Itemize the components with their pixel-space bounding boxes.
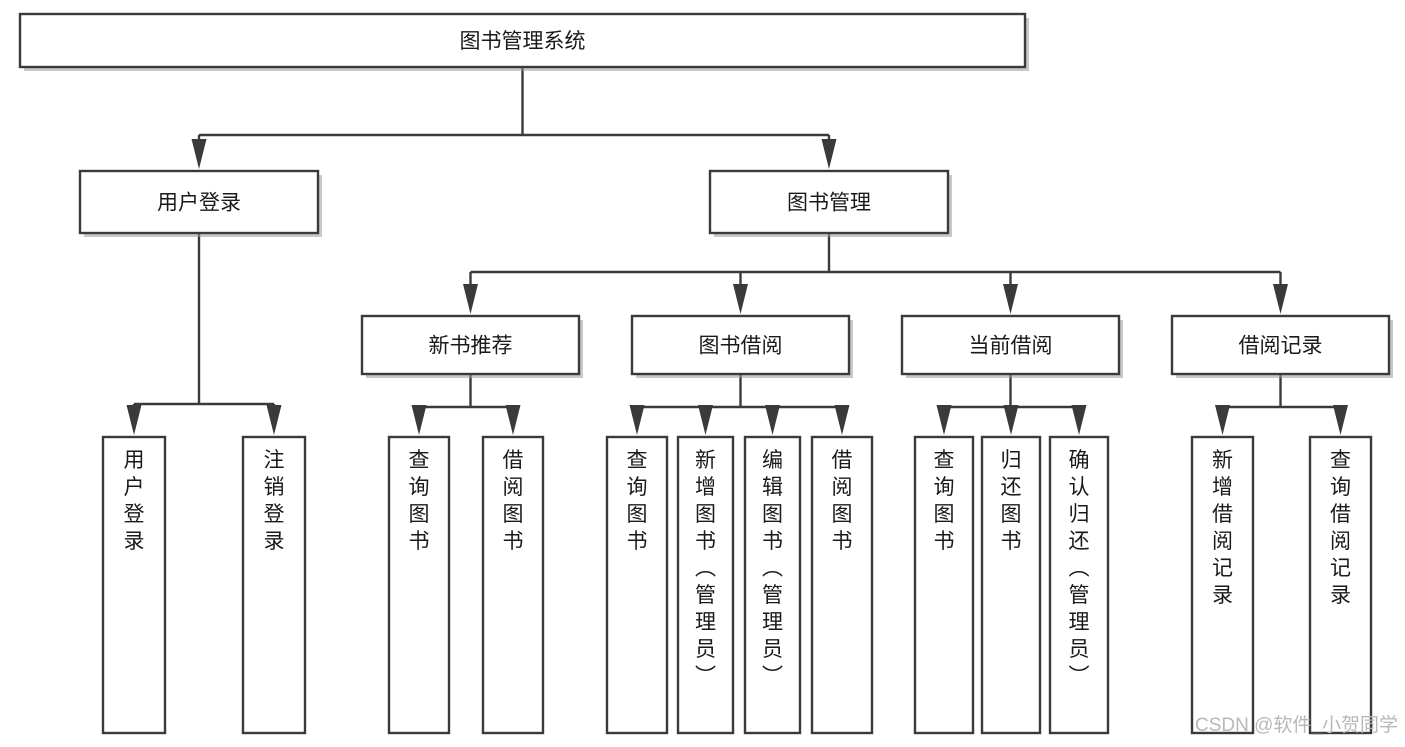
node-book-manage[interactable]: 图书管理	[708, 169, 952, 237]
node-box[interactable]	[900, 314, 1121, 376]
node-leaf-add-book[interactable]: 新增图书︵管理员︶	[676, 435, 735, 735]
node-box[interactable]	[743, 435, 802, 735]
edge-group-borrow-record	[1215, 374, 1348, 435]
edge-group-new-book-rec	[411, 374, 521, 435]
edge-arrowhead	[1215, 405, 1230, 435]
edge-arrowhead	[936, 405, 952, 435]
node-label: 图书管理系统	[460, 30, 586, 53]
node-box[interactable]	[913, 435, 975, 735]
node-box[interactable]	[1048, 435, 1110, 735]
node-box[interactable]	[101, 435, 167, 735]
node-label: 借阅记录	[1239, 335, 1323, 358]
csdn-watermark: CSDN @软件_小贺同学	[1195, 714, 1398, 736]
edge-arrowhead	[1071, 405, 1087, 435]
node-leaf-borrow-book-2[interactable]: 借阅图书	[810, 435, 874, 735]
edge-group-book-borrow	[629, 374, 850, 435]
node-box[interactable]	[605, 435, 669, 735]
edge-arrowhead	[1003, 284, 1018, 314]
node-box[interactable]	[980, 435, 1042, 735]
node-label: 新书推荐	[429, 335, 513, 358]
node-label: 当前借阅	[969, 335, 1053, 358]
node-label: 查询图书	[409, 449, 430, 553]
node-label: 归还图书	[1001, 449, 1022, 553]
node-leaf-query-record[interactable]: 查询借阅记录	[1308, 435, 1373, 735]
node-label: 注销登录	[264, 449, 285, 553]
node-leaf-return-book[interactable]: 归还图书	[980, 435, 1042, 735]
edge-arrowhead	[834, 405, 850, 435]
node-box[interactable]	[1170, 314, 1391, 376]
node-leaf-query-book-1[interactable]: 查询图书	[387, 435, 451, 735]
node-label: 图书借阅	[699, 335, 783, 358]
node-box[interactable]	[481, 435, 545, 735]
edge-arrowhead	[191, 139, 207, 169]
edge-arrowhead	[1003, 405, 1019, 435]
node-box[interactable]	[78, 169, 320, 235]
node-leaf-confirm-return[interactable]: 确认归还︵管理员︶	[1048, 435, 1110, 735]
edge-arrowhead	[733, 284, 748, 314]
edge-arrowhead	[126, 405, 142, 435]
edge-arrowhead	[629, 405, 645, 435]
edge-group-book-manage	[463, 233, 1288, 314]
edge-group-current-borrow	[936, 374, 1087, 435]
edge-arrowhead	[411, 405, 427, 435]
node-box[interactable]	[630, 314, 851, 376]
node-box[interactable]	[241, 435, 307, 735]
node-label: 确认归还︵管理员︶	[1069, 449, 1090, 688]
node-label: 查询图书	[934, 449, 955, 553]
node-label: 编辑图书︵管理员︶	[762, 449, 783, 688]
edge-group-root	[191, 67, 837, 169]
node-leaf-borrow-book-1[interactable]: 借阅图书	[481, 435, 545, 735]
node-book-borrow[interactable]: 图书借阅	[630, 314, 853, 378]
edge-arrowhead	[1333, 405, 1348, 435]
edge-arrowhead	[821, 139, 837, 169]
edge-group-user-login	[126, 233, 282, 435]
node-new-book-rec[interactable]: 新书推荐	[360, 314, 583, 378]
node-label: 查询图书	[627, 449, 648, 553]
node-box[interactable]	[18, 12, 1027, 69]
node-label: 新增借阅记录	[1212, 449, 1233, 607]
node-leaf-edit-book[interactable]: 编辑图书︵管理员︶	[743, 435, 802, 735]
node-user-login[interactable]: 用户登录	[78, 169, 322, 237]
edges-layer	[126, 67, 1348, 435]
edge-arrowhead	[1273, 284, 1288, 314]
node-label: 新增图书︵管理员︶	[695, 449, 716, 688]
node-box[interactable]	[810, 435, 874, 735]
node-leaf-logout[interactable]: 注销登录	[241, 435, 307, 735]
node-box[interactable]	[387, 435, 451, 735]
node-leaf-user-login[interactable]: 用户登录	[101, 435, 167, 735]
node-box[interactable]	[676, 435, 735, 735]
edge-arrowhead	[698, 405, 713, 435]
node-borrow-record[interactable]: 借阅记录	[1170, 314, 1393, 378]
node-label: 查询借阅记录	[1330, 449, 1351, 607]
node-box[interactable]	[1190, 435, 1255, 735]
node-current-borrow[interactable]: 当前借阅	[900, 314, 1123, 378]
node-box[interactable]	[360, 314, 581, 376]
node-label: 用户登录	[124, 449, 145, 553]
node-box[interactable]	[1308, 435, 1373, 735]
edge-arrowhead	[505, 405, 521, 435]
node-label: 借阅图书	[832, 449, 853, 553]
edge-arrowhead	[266, 405, 282, 435]
nodes-layer: 图书管理系统用户登录图书管理新书推荐图书借阅当前借阅借阅记录用户登录注销登录查询…	[18, 12, 1393, 735]
node-label: 图书管理	[787, 192, 871, 215]
node-leaf-query-book-3[interactable]: 查询图书	[913, 435, 975, 735]
node-label: 借阅图书	[503, 449, 524, 553]
node-box[interactable]	[708, 169, 950, 235]
node-label: 用户登录	[157, 192, 241, 215]
edge-arrowhead	[463, 284, 478, 314]
node-leaf-query-book-2[interactable]: 查询图书	[605, 435, 669, 735]
node-root[interactable]: 图书管理系统	[18, 12, 1029, 71]
node-leaf-add-record[interactable]: 新增借阅记录	[1190, 435, 1255, 735]
edge-arrowhead	[765, 405, 780, 435]
